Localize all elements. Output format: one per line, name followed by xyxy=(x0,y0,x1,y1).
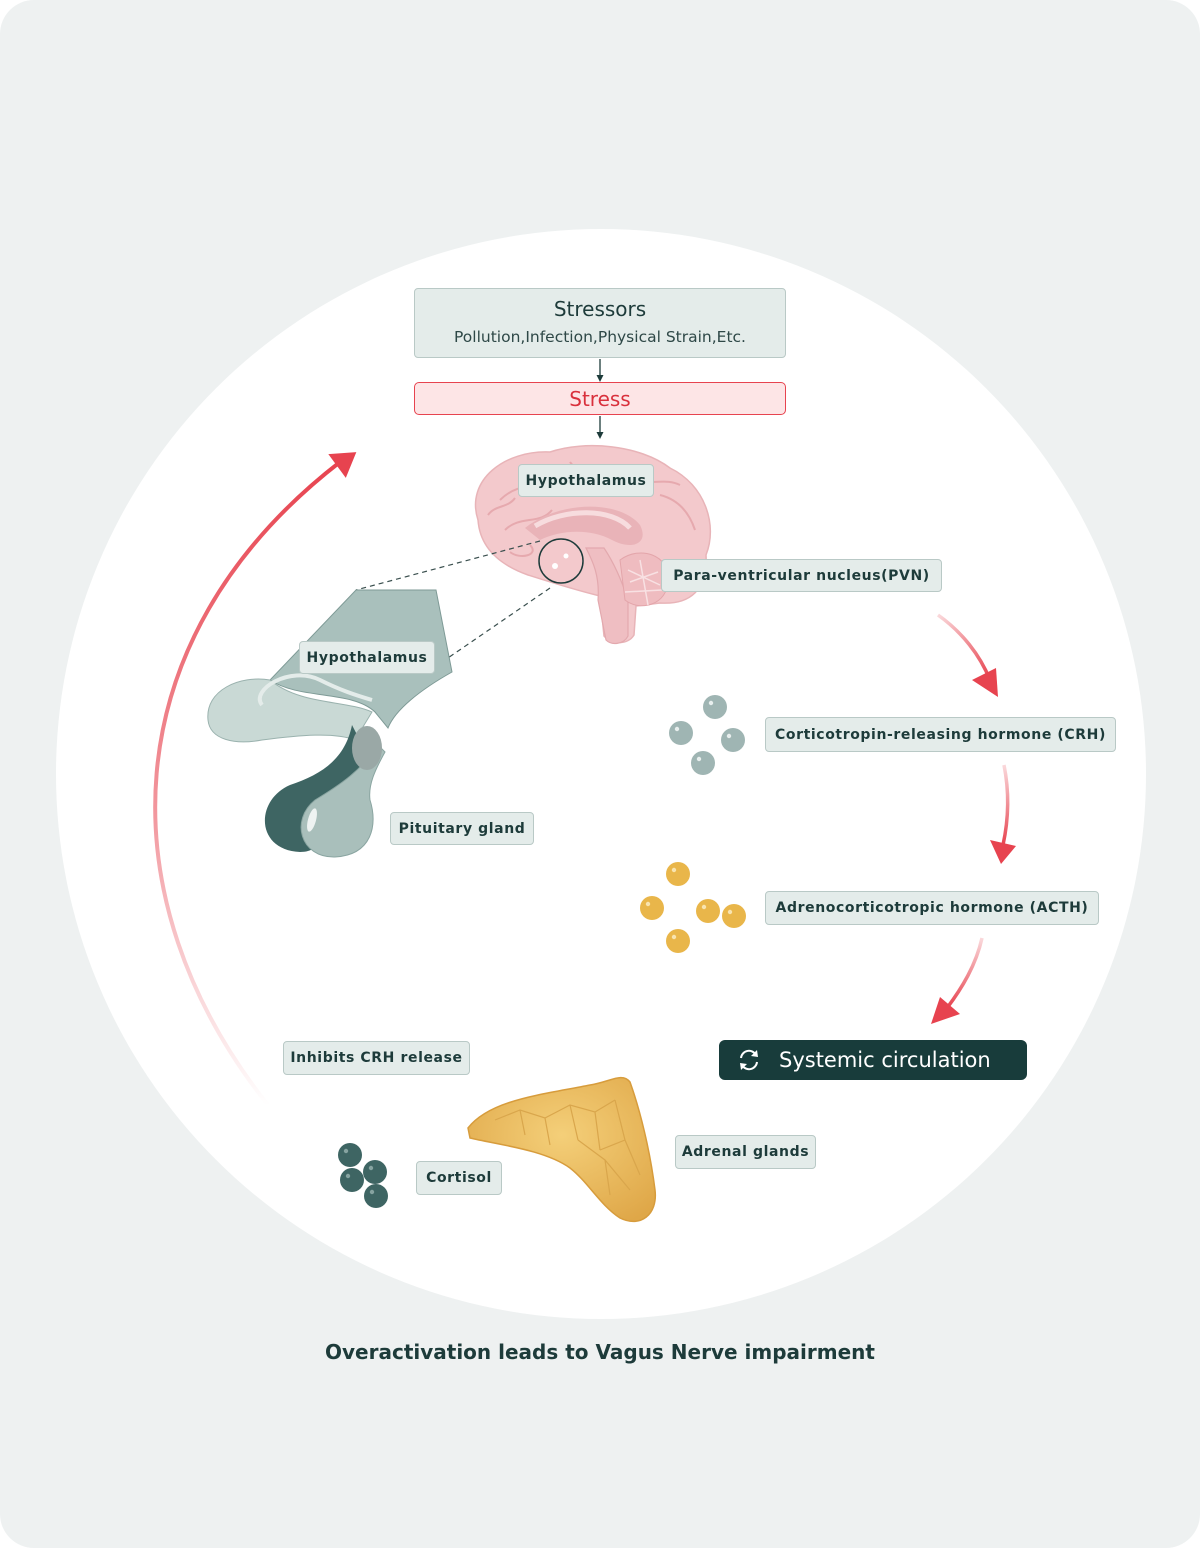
zoom-line-bottom xyxy=(444,587,551,661)
label-acth: Adrenocorticotropic hormone (ACTH) xyxy=(765,891,1099,925)
label-adrenal-glands: Adrenal glands xyxy=(675,1135,816,1169)
arrow-pvn-to-crh xyxy=(936,613,992,681)
label-hypothalamus-brain: Hypothalamus xyxy=(518,464,654,497)
systemic-circulation-label: Systemic circulation xyxy=(779,1048,991,1072)
arrow-acth-to-systemic xyxy=(945,937,984,1010)
label-pvn: Para-ventricular nucleus(PVN) xyxy=(661,559,942,592)
footer-text-bold: Vagus Nerve xyxy=(595,1340,738,1364)
label-cortisol: Cortisol xyxy=(416,1161,502,1195)
label-inhibits-crh: Inhibits CRH release xyxy=(283,1041,470,1075)
arrowhead-pvn-to-crh xyxy=(972,668,998,697)
feedback-arrowhead xyxy=(328,452,357,478)
stressors-box: Stressors Pollution,Infection,Physical S… xyxy=(414,288,786,358)
footer-caption: Overactivation leads to Vagus Nerve impa… xyxy=(0,1340,1200,1364)
stressors-title: Stressors xyxy=(553,297,647,321)
label-pituitary-gland: Pituitary gland xyxy=(390,812,534,845)
arrow-crh-to-acth xyxy=(1001,764,1010,846)
cortisol-molecules xyxy=(338,1143,388,1208)
stress-box: Stress xyxy=(414,382,786,415)
footer-text-2: impairment xyxy=(737,1340,875,1364)
adrenal-gland-illustration xyxy=(467,1077,656,1223)
systemic-circulation-badge: Systemic circulation xyxy=(719,1040,1027,1080)
label-crh: Corticotropin-releasing hormone (CRH) xyxy=(765,717,1116,752)
refresh-cycle-icon xyxy=(719,1047,779,1073)
zoom-line-top xyxy=(355,540,541,591)
pvn-magnifier xyxy=(538,538,584,584)
feedback-arrow xyxy=(153,460,342,1107)
footer-text-1: Overactivation leads to xyxy=(325,1340,596,1364)
arrowhead-crh-to-acth xyxy=(990,840,1016,864)
stressors-subtitle: Pollution,Infection,Physical Strain,Etc. xyxy=(453,328,746,346)
label-hypothalamus-zoom: Hypothalamus xyxy=(299,641,435,674)
arrowhead-acth-to-systemic xyxy=(931,997,960,1024)
crh-molecules xyxy=(669,695,745,775)
acth-molecules xyxy=(640,862,746,953)
